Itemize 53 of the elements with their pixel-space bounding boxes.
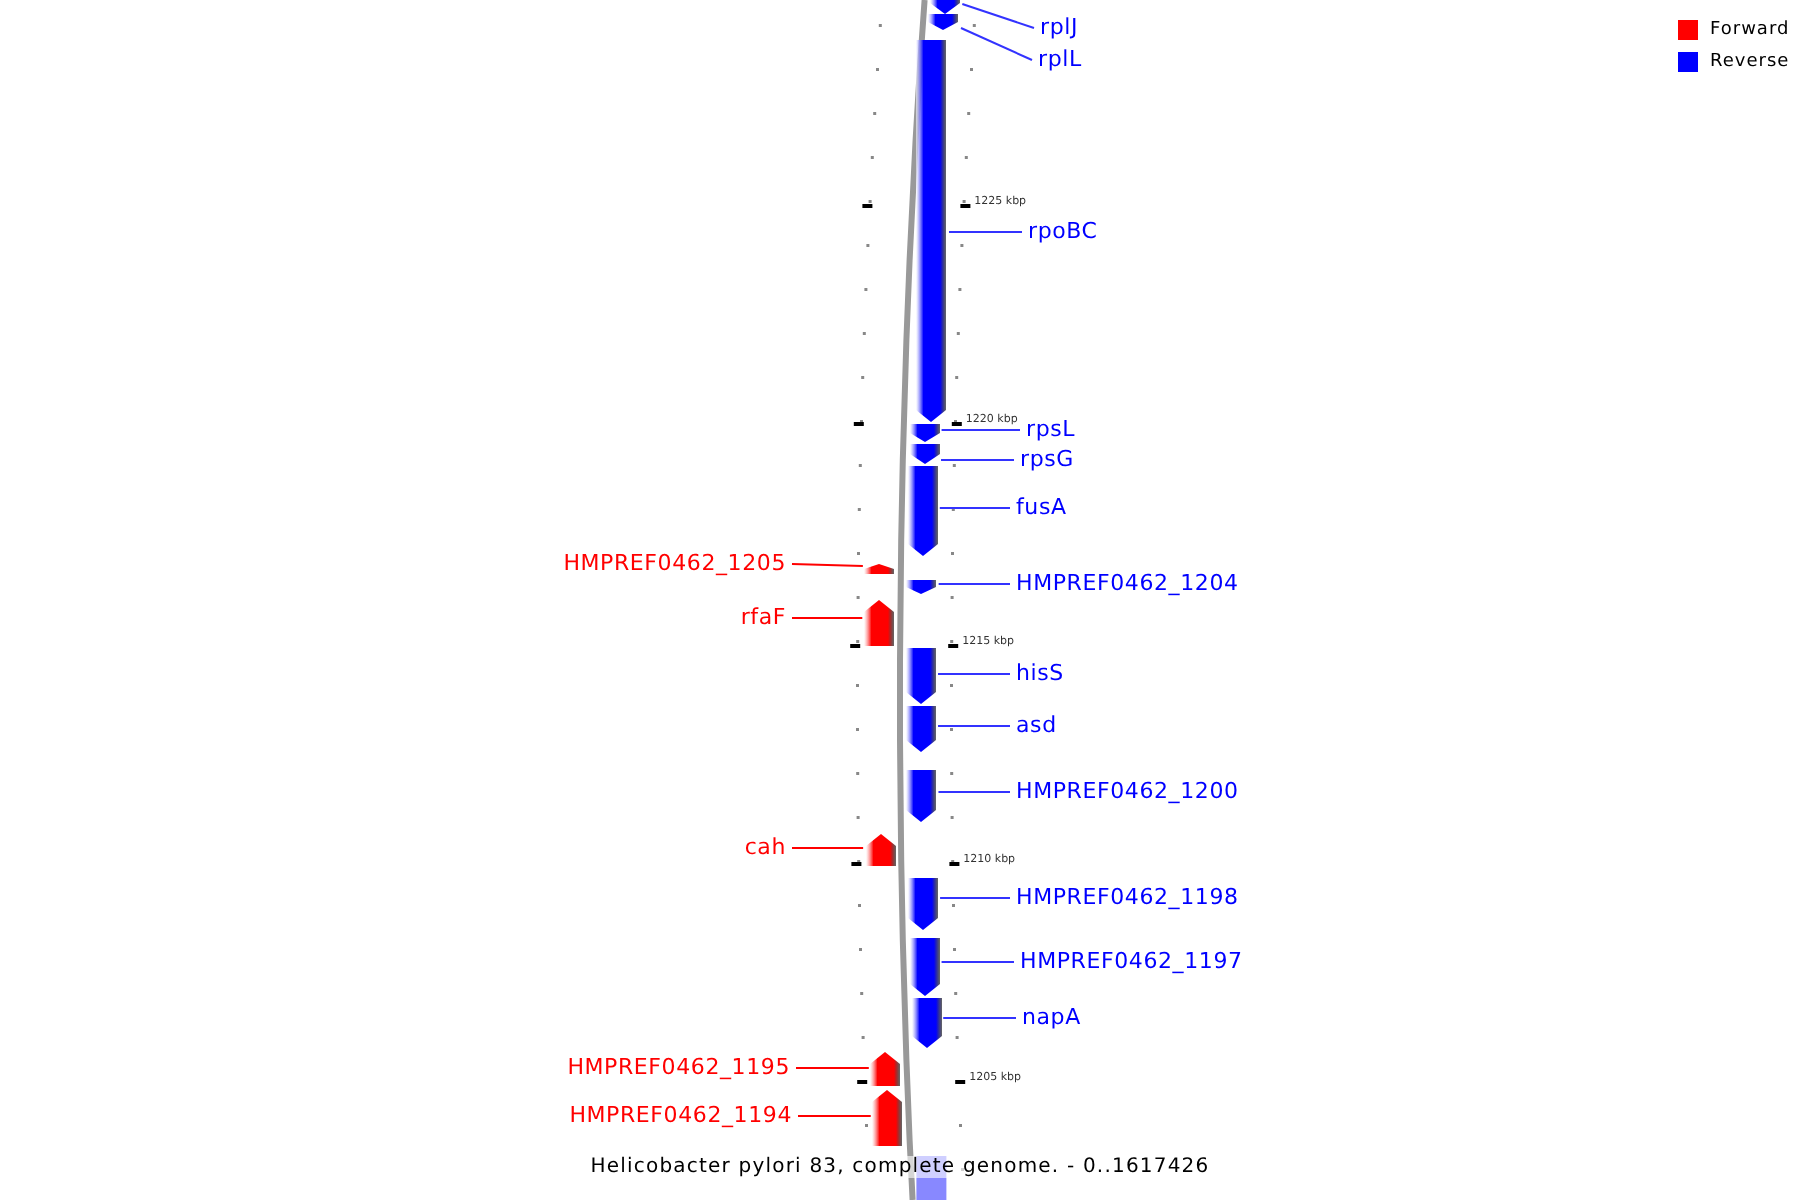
leader-line [797,1115,872,1117]
gene-feature [906,706,937,752]
leader-line [791,563,864,567]
leader-line [937,673,1011,675]
gene-feature [865,834,896,866]
leader-line [938,507,1011,509]
gene-label: cah [744,834,786,862]
gene-feature [872,1090,903,1146]
leader-line [937,791,1011,793]
gene-label: HMPREF0462_1194 [569,1102,792,1130]
gene-feature [870,1052,901,1086]
leader-line [939,897,1011,899]
leader-line [961,3,1035,29]
leader-line [940,459,1015,461]
gene-feature [909,938,940,996]
gene-feature [864,564,895,574]
gene-feature [928,14,959,30]
gene-feature [909,424,940,442]
gene-label: rplL [1038,46,1082,74]
gene-feature [906,770,937,822]
leader-line [948,231,1023,233]
leader-line [937,725,1011,727]
gene-label: fusA [1016,494,1067,522]
gene-label: napA [1022,1004,1081,1032]
gene-label: rplJ [1040,14,1079,42]
gene-label: HMPREF0462_1197 [1020,948,1243,976]
legend-label: Reverse [1710,50,1790,76]
legend-label: Forward [1710,18,1790,44]
gene-feature [864,600,895,646]
leader-line [940,961,1015,963]
leader-line [937,583,1011,585]
gene-feature [911,998,942,1048]
leader-line [791,617,864,619]
leader-line [791,847,865,849]
gene-label: rpsL [1026,416,1076,444]
leader-line [940,429,1021,431]
gene-label: rfaF [740,604,786,632]
gene-label: asd [1016,712,1057,740]
leader-line [795,1067,870,1069]
caption: Helicobacter pylori 83, complete genome. - 0..1617426 [590,1156,1210,1178]
gene-label: rpoBC [1028,218,1098,246]
gene-feature [906,580,937,594]
gene-label: hisS [1016,660,1064,688]
gene-label: HMPREF0462_1205 [563,550,786,578]
gene-label: HMPREF0462_1200 [1016,778,1239,806]
leader-line [960,27,1033,61]
gene-label: HMPREF0462_1195 [567,1054,790,1082]
gene-label: rpsG [1020,446,1074,474]
gene-label: HMPREF0462_1198 [1016,884,1239,912]
leader-line [942,1017,1017,1019]
gene-feature [908,878,939,930]
gene-label: HMPREF0462_1204 [1016,570,1239,598]
gene-feature [906,648,936,704]
